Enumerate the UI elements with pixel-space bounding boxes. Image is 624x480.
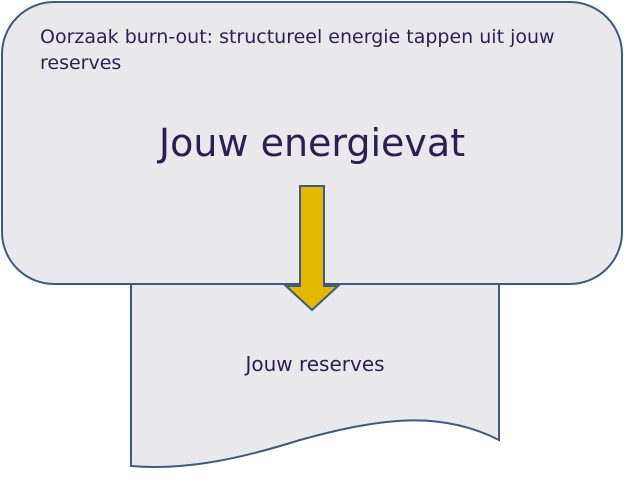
reserves-label: Jouw reserves xyxy=(245,352,385,376)
reserves-document-shape xyxy=(130,281,500,468)
down-arrow-icon xyxy=(283,185,341,312)
diagram-title: Jouw energievat xyxy=(158,121,466,165)
diagram-subtitle: Oorzaak burn-out: structureel energie ta… xyxy=(40,26,555,74)
